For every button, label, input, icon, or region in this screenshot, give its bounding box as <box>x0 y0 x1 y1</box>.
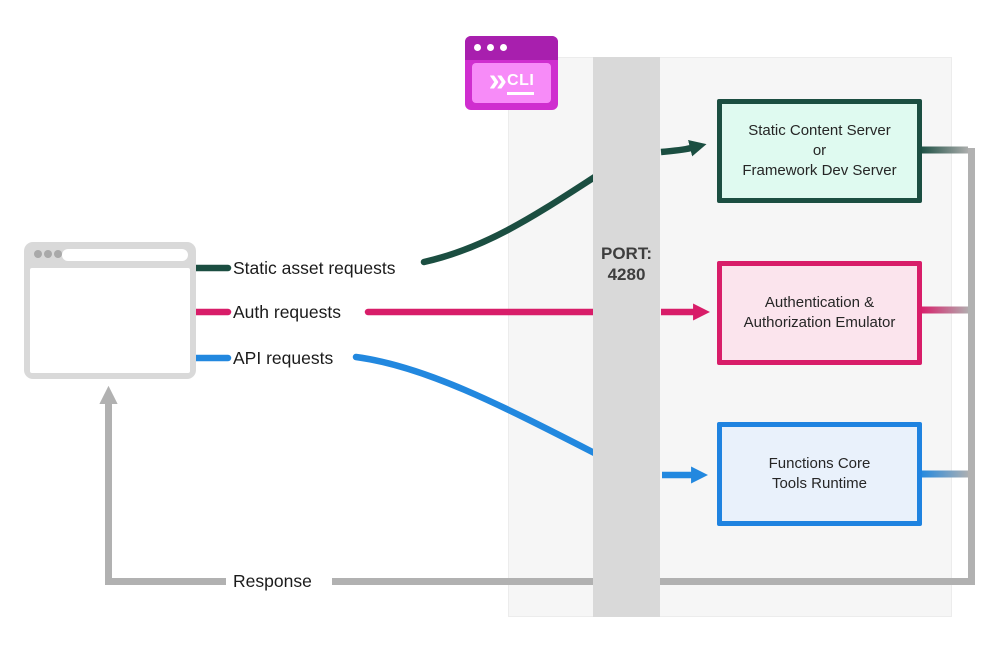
functions-runtime-line1: Functions Core <box>768 455 871 472</box>
api-request-curve <box>352 353 616 466</box>
auth-emulator-line2: Authorization Emulator <box>743 314 896 331</box>
port-label-line1: PORT: <box>601 244 652 263</box>
static-request-arrow <box>660 140 707 157</box>
functions-runtime-box: Functions Core Tools Runtime <box>717 422 922 526</box>
port-bar: PORT: 4280 <box>593 57 660 617</box>
api-requests-label: API requests <box>233 348 334 368</box>
cli-dot-icon <box>474 44 481 51</box>
cli-dot-icon <box>487 44 494 51</box>
auth-emulator-box: Authentication & Authorization Emulator <box>717 261 922 365</box>
response-return-line-left <box>99 385 226 585</box>
browser-viewport <box>30 268 190 373</box>
static-content-server-line2: or <box>812 142 827 159</box>
browser-address-bar <box>62 249 188 261</box>
cli-label: CLI <box>507 72 535 95</box>
browser-dot-icon <box>34 250 42 258</box>
cli-dot-icon <box>500 44 507 51</box>
response-label: Response <box>233 571 312 591</box>
static-request-curve <box>420 160 619 266</box>
functions-runtime-line2: Tools Runtime <box>771 475 868 492</box>
auth-requests-label: Auth requests <box>233 302 341 322</box>
browser-dot-icon <box>44 250 52 258</box>
static-content-server-line1: Static Content Server <box>748 122 891 139</box>
port-label-line2: 4280 <box>607 265 646 284</box>
browser-window <box>24 242 196 379</box>
auth-emulator-line1: Authentication & <box>764 294 875 311</box>
static-requests-label: Static asset requests <box>233 258 396 278</box>
cli-window-icon: » CLI <box>465 36 558 110</box>
static-content-server-line3: Framework Dev Server <box>742 162 897 179</box>
browser-dot-icon <box>54 250 62 258</box>
response-return-line-right <box>332 148 975 585</box>
cli-chevron-icon: » <box>488 61 507 98</box>
static-content-server-box: Static Content Server or Framework Dev S… <box>717 99 922 203</box>
cli-screen: » CLI <box>472 63 551 103</box>
